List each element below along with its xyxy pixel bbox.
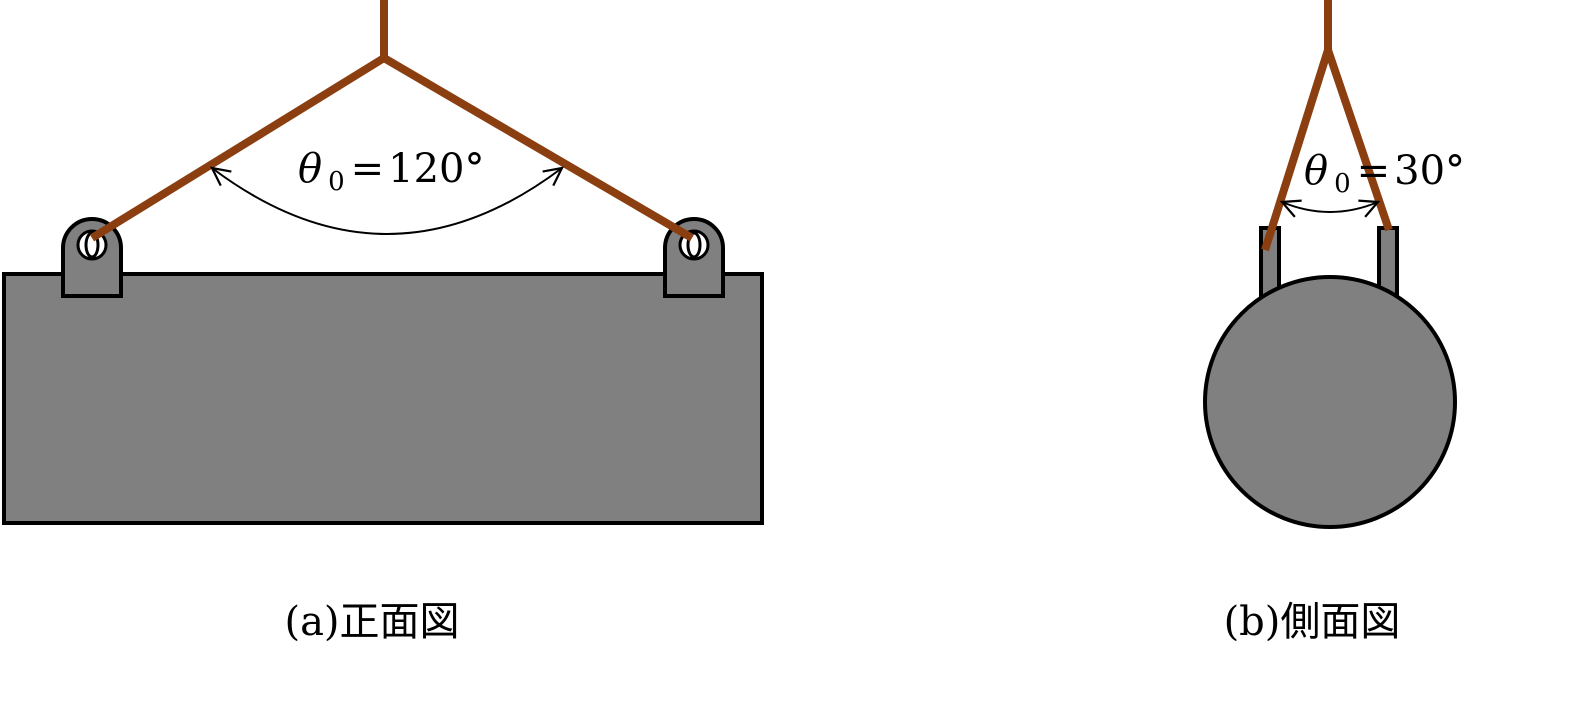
front-right-lug [663,217,725,298]
side-angle-arc [1282,202,1378,212]
front-left-lug [61,217,123,298]
front-sling-ropes [89,0,695,242]
front-view-caption: (a)正面図 [284,599,459,645]
side-load-body [1203,275,1457,529]
front-load-body [2,272,764,525]
side-view-caption: (b)側面図 [1224,599,1401,645]
front-angle-arc [212,168,562,235]
